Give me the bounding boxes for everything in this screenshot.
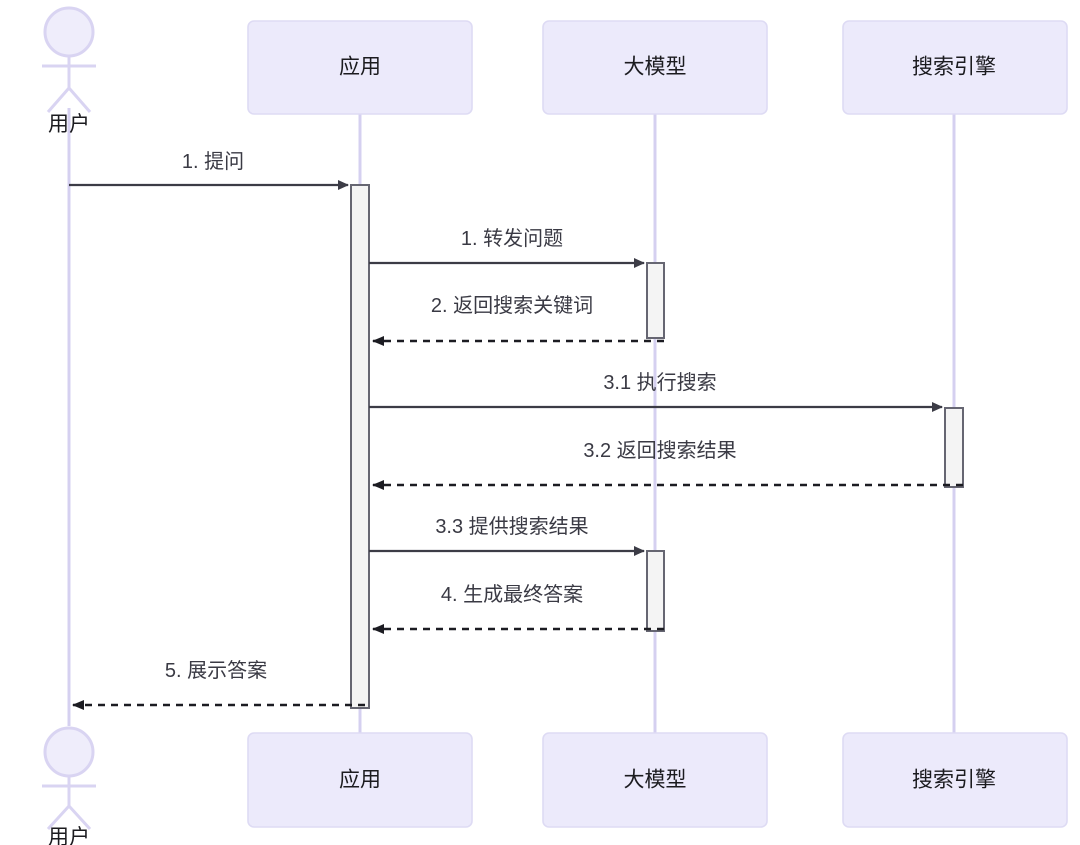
participant-label-llm-bottom: 大模型	[624, 769, 687, 792]
participant-label-search-bottom: 搜索引擎	[912, 769, 996, 792]
participant-label-app-bottom: 应用	[339, 769, 381, 792]
actor-user-label-bottom: 用户	[48, 826, 90, 845]
participant-box-app-top[interactable]: 应用	[247, 20, 473, 115]
participant-box-llm-bottom[interactable]: 大模型	[542, 732, 768, 828]
actor-body-icon	[42, 56, 96, 113]
message-5-show-answer[interactable]: 5. 展示答案	[72, 659, 365, 710]
lifelines	[67, 108, 956, 733]
participant-box-llm-top[interactable]: 大模型	[542, 20, 768, 115]
message-label: 1. 转发问题	[461, 227, 563, 250]
message-label: 1. 提问	[182, 150, 244, 173]
message-label: 3.1 执行搜索	[603, 371, 716, 394]
actor-head-icon	[43, 726, 95, 778]
message-label: 2. 返回搜索关键词	[431, 294, 593, 317]
message-3-1-execute-search[interactable]: 3.1 执行搜索	[369, 371, 943, 412]
message-1b-forward-question[interactable]: 1. 转发问题	[369, 227, 645, 268]
participant-label-search-top: 搜索引擎	[912, 56, 996, 79]
message-1-ask[interactable]: 1. 提问	[69, 150, 349, 190]
participant-rect	[842, 732, 1068, 828]
participant-label-app-top: 应用	[339, 56, 381, 79]
activation-bar-search	[944, 407, 964, 488]
actor-user-bottom[interactable]: 用户	[42, 726, 96, 845]
participant-box-app-bottom[interactable]: 应用	[247, 732, 473, 828]
message-3-3-provide-search-results[interactable]: 3.3 提供搜索结果	[369, 515, 645, 556]
message-4-generate-final-answer[interactable]: 4. 生成最终答案	[372, 583, 664, 634]
participant-box-search-bottom[interactable]: 搜索引擎	[842, 732, 1068, 828]
message-label: 3.2 返回搜索结果	[583, 439, 736, 462]
activation-bar-llm-1	[646, 262, 665, 339]
participant-rect	[247, 20, 473, 115]
activation-bar-llm-2	[646, 550, 665, 632]
participant-rect	[842, 20, 1068, 115]
actor-user-top[interactable]: 用户	[42, 6, 96, 136]
activation-bar-app	[350, 184, 370, 709]
participant-rect	[542, 20, 768, 115]
participant-rect	[247, 732, 473, 828]
message-label: 5. 展示答案	[165, 659, 267, 682]
message-label: 3.3 提供搜索结果	[435, 515, 588, 538]
participant-label-llm-top: 大模型	[624, 56, 687, 79]
actor-head-icon	[43, 6, 95, 58]
activation-bars	[350, 184, 964, 709]
actor-body-icon	[42, 776, 96, 831]
participant-box-search-top[interactable]: 搜索引擎	[842, 20, 1068, 115]
message-2-return-keywords[interactable]: 2. 返回搜索关键词	[372, 294, 664, 346]
actor-user-label-top: 用户	[48, 113, 90, 136]
participant-rect	[542, 732, 768, 828]
message-3-2-return-search-results[interactable]: 3.2 返回搜索结果	[372, 439, 963, 490]
message-label: 4. 生成最终答案	[441, 583, 583, 606]
